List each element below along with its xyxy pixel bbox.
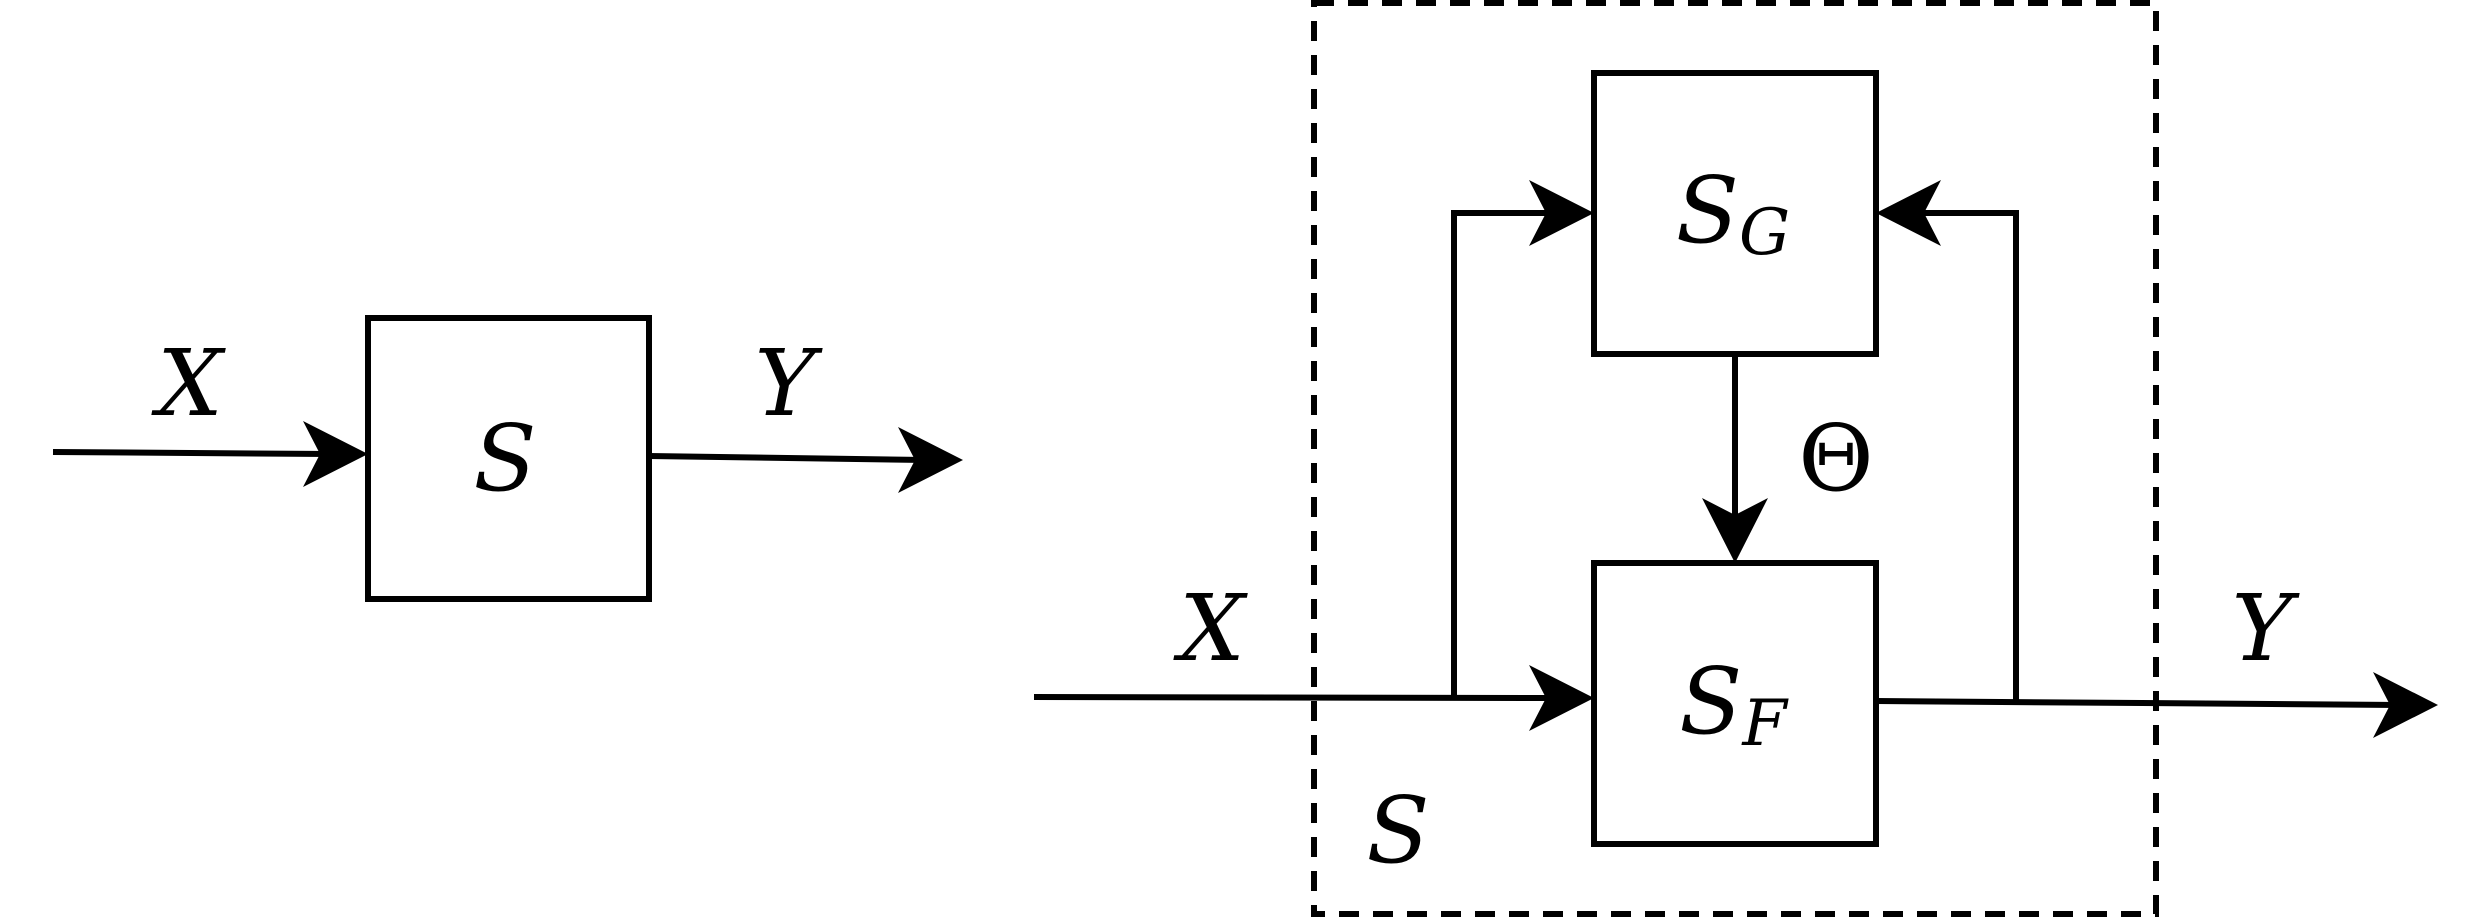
boundary-label: S: [1366, 777, 1429, 884]
composite-input-arrowhead: [1529, 665, 1594, 731]
composite-input-label: X: [1173, 575, 1248, 682]
input-branch-arrowhead: [1529, 180, 1594, 246]
composite-system: SG SF X Θ Y S: [1033, 0, 2438, 917]
system-boundary: [1311, 0, 2159, 917]
generator-block-sub: G: [1739, 196, 1790, 270]
composite-output-arrow-line: [1875, 698, 2401, 708]
simple-block-label: S: [473, 405, 536, 512]
parameter-arrowhead: [1702, 498, 1768, 563]
composite-output-arrowhead: [2373, 672, 2438, 738]
output-feedback-to-generator: [1914, 210, 2019, 703]
composite-input-arrow-line: [1033, 694, 1557, 701]
function-block-label: SF: [1679, 648, 1789, 761]
simple-output-arrow-line: [648, 453, 926, 463]
simple-input-arrowhead: [303, 421, 368, 487]
output-feedback-arrowhead: [1876, 180, 1941, 246]
generator-block-label: SG: [1676, 157, 1790, 270]
generator-block-main: S: [1676, 157, 1739, 264]
simple-input-label: X: [151, 330, 226, 437]
parameter-label: Θ: [1798, 405, 1873, 512]
function-block-sub: F: [1741, 687, 1789, 761]
simple-output-label: Y: [755, 330, 824, 437]
simple-input-arrow-line: [52, 449, 331, 457]
simple-output-arrowhead: [898, 427, 963, 493]
simple-system: X S Y: [52, 315, 963, 602]
composite-output-label: Y: [2232, 575, 2301, 682]
input-branch-to-generator: [1451, 210, 1556, 697]
function-block-main: S: [1679, 648, 1742, 755]
